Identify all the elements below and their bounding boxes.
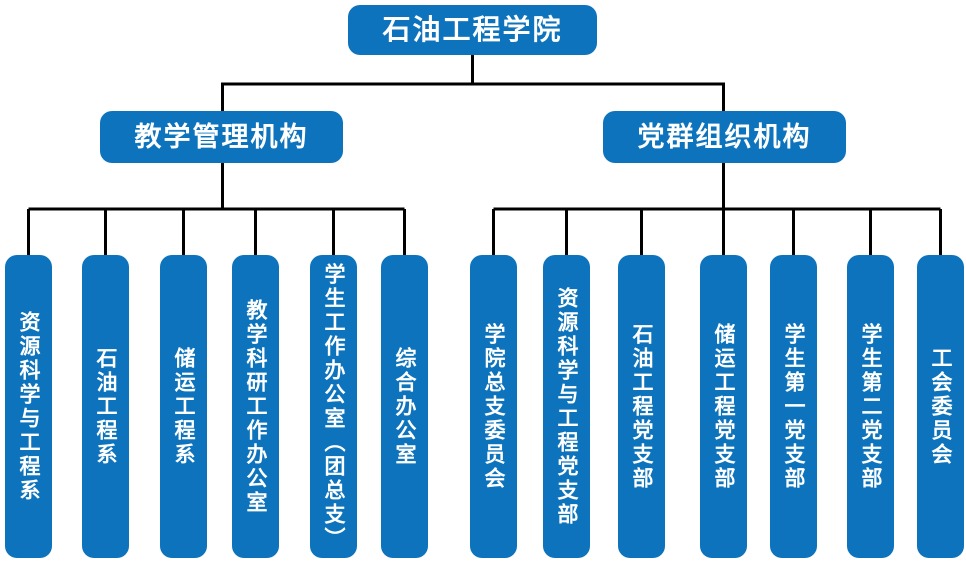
office-general: 综合办公室	[381, 255, 428, 558]
branch-box-party-mass-organizations: 党群组织机构	[603, 111, 846, 163]
root-box-college: 石油工程学院	[348, 5, 597, 55]
dept-storage-transport-engineering: 储运工程系	[160, 255, 207, 558]
party-branch-storage-transport: 储运工程党支部	[700, 255, 747, 558]
party-branch-student-second: 学生第二党支部	[847, 255, 894, 558]
committee-college-general-branch: 学院总支委员会	[470, 255, 517, 558]
party-branch-resource-science-engineering: 资源科学与工程党支部	[543, 255, 590, 558]
office-student-affairs-youth-league: 学生工作办公室（团总支）	[310, 255, 357, 558]
office-teaching-research: 教学科研工作办公室	[232, 255, 279, 558]
dept-petroleum-engineering: 石油工程系	[82, 255, 129, 558]
dept-resource-science-engineering: 资源科学与工程系	[5, 255, 52, 558]
party-branch-petroleum-engineering: 石油工程党支部	[618, 255, 665, 558]
branch-box-teaching-management: 教学管理机构	[100, 111, 343, 163]
committee-labor-union: 工会委员会	[917, 255, 964, 558]
party-branch-student-first: 学生第一党支部	[770, 255, 817, 558]
